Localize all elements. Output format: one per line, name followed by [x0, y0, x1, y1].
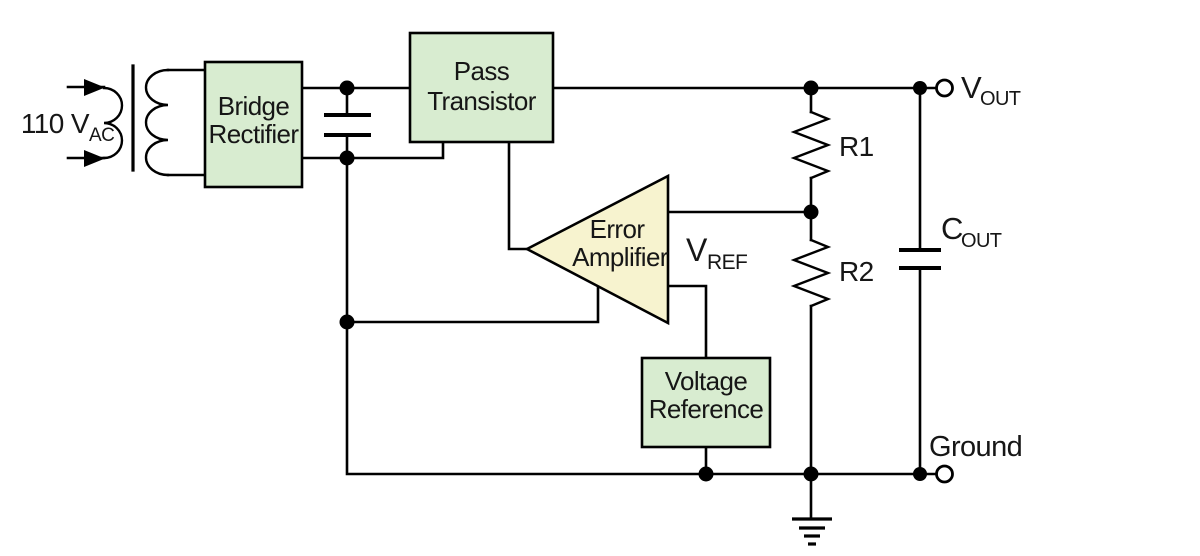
output-capacitor: C OUT: [899, 86, 1002, 476]
pass-transistor-label-line2: Transistor: [427, 86, 537, 116]
junction-dot: [913, 81, 927, 95]
vref-subscript: REF: [707, 251, 747, 274]
ground-terminal: Ground: [918, 431, 1023, 484]
vout-label-main: V: [961, 70, 982, 105]
error-amplifier-label-line1: Error: [590, 214, 646, 244]
voltage-reference-block: Voltage Reference: [640, 356, 772, 449]
transformer-secondary-coil: [144, 68, 170, 177]
feedback-divider: R1 R2: [790, 86, 874, 521]
junction-dot: [698, 466, 714, 482]
wire-ground-bus: [345, 133, 922, 476]
cout-label-subscript: OUT: [961, 230, 1002, 252]
bridge-rectifier-box: [203, 60, 304, 189]
vref-main: V: [686, 232, 708, 268]
wire-vref-to-amp-input: [666, 284, 708, 360]
transformer-primary-coil: [102, 86, 124, 160]
wire-amp-output-to-pass: [507, 140, 529, 251]
error-amplifier: Error Amplifier: [524, 173, 670, 326]
ground-label: Ground: [929, 431, 1022, 463]
junction-dot: [803, 80, 819, 96]
junction-dot: [803, 466, 819, 482]
vref-label: V REF: [686, 232, 748, 274]
bridge-rectifier-block: Bridge Rectifier: [203, 60, 304, 189]
error-amplifier-triangle: [524, 173, 670, 326]
resistor-r2-zigzag: [790, 238, 832, 308]
ground-symbol: [792, 517, 832, 546]
input-voltage-subscript: AC: [89, 125, 114, 146]
vout-terminal: V OUT: [918, 70, 1021, 110]
r1-label: R1: [839, 131, 874, 162]
resistor-r1-zigzag: [790, 110, 832, 180]
wire-rail-to-amp-bottom: [345, 285, 600, 324]
ac-input: 110 V AC: [21, 79, 115, 167]
vout-label-subscript: OUT: [980, 88, 1021, 110]
wire-bridge-bottom-to-pass: [300, 140, 445, 160]
junction-dot: [803, 204, 819, 220]
pass-transistor-label-line1: Pass: [454, 56, 510, 86]
voltage-reference-label-line2: Reference: [649, 394, 764, 424]
bridge-rectifier-label-line2: Rectifier: [209, 119, 300, 149]
pass-transistor-block: Pass Transistor: [408, 31, 555, 144]
junction-dot: [339, 314, 355, 330]
pass-transistor-box: [408, 31, 555, 144]
ground-terminal-circle: [935, 464, 954, 484]
cout-label-main: C: [941, 211, 963, 246]
transformer: [102, 64, 207, 177]
input-arrow-bottom-icon: [84, 150, 105, 167]
junction-dot: [913, 467, 927, 481]
bridge-rectifier-label-line1: Bridge: [218, 91, 290, 121]
junction-dot: [339, 150, 355, 166]
input-voltage-label: 110 V: [21, 108, 90, 139]
junction-dot: [339, 80, 355, 96]
junction-dots: [339, 80, 927, 482]
r2-label: R2: [839, 256, 874, 287]
input-arrow-top-icon: [84, 79, 105, 96]
voltage-reference-label-line1: Voltage: [665, 366, 748, 396]
error-amplifier-label-line2: Amplifier: [572, 242, 669, 272]
vout-terminal-circle: [935, 78, 954, 98]
voltage-reference-box: [640, 356, 772, 449]
